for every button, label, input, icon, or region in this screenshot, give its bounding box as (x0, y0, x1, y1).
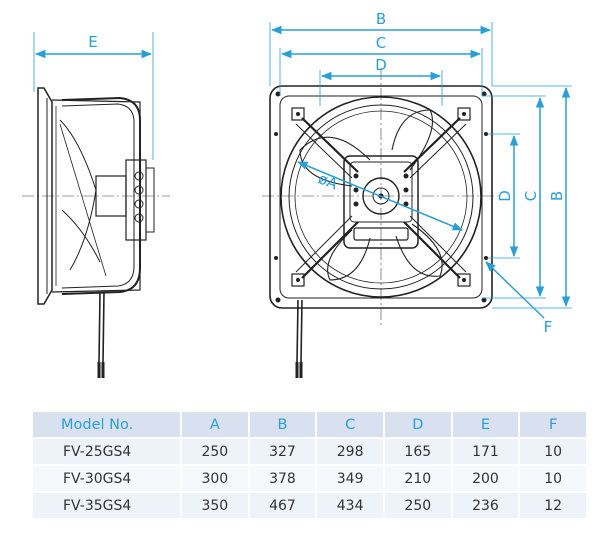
dimension-b-side-label: B (548, 191, 566, 201)
dimension-d-top-label: D (375, 56, 387, 74)
diameter-a-label: øA (315, 169, 340, 193)
cell-f: 12 (519, 492, 588, 520)
cell-model: FV-35GS4 (33, 492, 182, 520)
side-view: E (22, 32, 170, 378)
header-f: F (519, 412, 588, 439)
cell-e: 171 (451, 438, 521, 466)
header-d: D (383, 412, 453, 439)
cell-c: 434 (316, 492, 385, 520)
table-row: FV-30GS4 300 378 349 210 200 10 (33, 465, 588, 493)
cell-d: 165 (383, 438, 453, 466)
cell-a: 250 (181, 438, 250, 466)
header-e: E (451, 412, 521, 439)
dimension-b-top-label: B (376, 10, 386, 28)
dimension-e-label: E (88, 33, 97, 51)
cell-e: 236 (451, 492, 521, 520)
cell-b: 378 (248, 465, 318, 493)
cell-e: 200 (451, 465, 521, 493)
spec-table: Model No. A B C D E F FV-25GS4 250 327 2… (33, 412, 588, 520)
header-a: A (181, 412, 250, 439)
cell-d: 250 (383, 492, 453, 520)
dimension-d-side-label: D (496, 190, 514, 202)
cell-c: 349 (316, 465, 385, 493)
header-model: Model No. (33, 412, 182, 439)
dimension-f-label: F (544, 318, 553, 336)
cell-f: 10 (519, 438, 588, 466)
cell-d: 210 (383, 465, 453, 493)
front-view: B C D D C B øA F (262, 10, 572, 378)
cell-model: FV-25GS4 (33, 438, 182, 466)
dimension-c-side-label: C (522, 191, 540, 201)
table-row: FV-35GS4 350 467 434 250 236 12 (33, 492, 588, 520)
cell-c: 298 (316, 438, 385, 466)
cell-b: 467 (248, 492, 318, 520)
cell-b: 327 (248, 438, 318, 466)
fan-technical-drawing: E (22, 10, 572, 378)
header-b: B (248, 412, 318, 439)
cell-a: 350 (181, 492, 250, 520)
header-c: C (316, 412, 385, 439)
cell-model: FV-30GS4 (33, 465, 182, 493)
table-row: FV-25GS4 250 327 298 165 171 10 (33, 438, 588, 466)
cell-f: 10 (519, 465, 588, 493)
table-header-row: Model No. A B C D E F (33, 412, 588, 439)
cell-a: 300 (181, 465, 250, 493)
dimension-c-top-label: C (376, 34, 386, 52)
